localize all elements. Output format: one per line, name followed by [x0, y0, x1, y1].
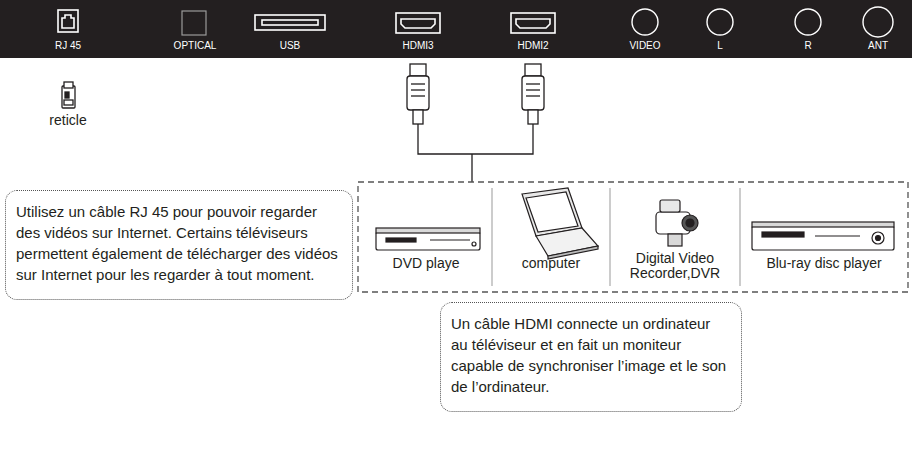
- hdmi-port: [396, 13, 555, 33]
- device-cell: computer: [494, 256, 608, 271]
- port-label: VIDEO: [629, 40, 660, 51]
- rj45-port: [58, 10, 78, 32]
- port-label: RJ 45: [55, 40, 81, 51]
- usb-port: [255, 15, 325, 30]
- hdmi-plug: [407, 64, 544, 124]
- bluray-player-icon: [752, 222, 894, 250]
- callout-text: Utilisez un câble RJ 45 pour pouvoir reg…: [16, 201, 342, 285]
- port-label: HDMI2: [517, 40, 548, 51]
- device-name: computer: [494, 256, 608, 271]
- callout-note: Un câble HDMI connecte un ordinateur au …: [440, 302, 742, 412]
- device-name: Digital Video Recorder,DVR: [612, 251, 738, 281]
- device-cell: Digital Video Recorder,DVR: [612, 251, 738, 281]
- port-label: USB: [280, 40, 301, 51]
- device-name: DVD playe: [362, 256, 490, 271]
- port-label: R: [804, 40, 811, 51]
- optical-port: [182, 11, 206, 35]
- port-label: L: [717, 40, 723, 51]
- port-label: HDMI3: [402, 40, 433, 51]
- rear-panel: [0, 0, 912, 58]
- callout-note: Utilisez un câble RJ 45 pour pouvoir reg…: [5, 190, 353, 300]
- router-icon: [62, 82, 75, 108]
- laptop-icon: [522, 188, 598, 259]
- dvd-player-icon: [376, 228, 480, 250]
- device-label: reticle: [49, 112, 86, 128]
- device-cell: Blu-ray disc player: [742, 256, 906, 271]
- round-jacks: [632, 7, 893, 37]
- cable-wire: [418, 124, 533, 182]
- device-cell: DVD playe: [362, 256, 490, 271]
- port-label: OPTICAL: [174, 40, 217, 51]
- port-label: ANT: [868, 40, 888, 51]
- device-group-box: [358, 182, 908, 292]
- cell-divider: [492, 188, 740, 286]
- camcorder-icon: [656, 200, 698, 246]
- device-name: Blu-ray disc player: [742, 256, 906, 271]
- callout-text: Un câble HDMI connecte un ordinateur au …: [451, 313, 731, 397]
